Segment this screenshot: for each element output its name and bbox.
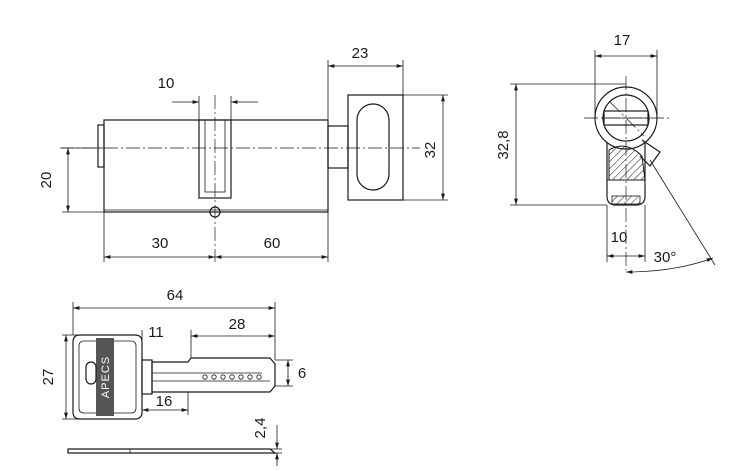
profile-dimensions: 17 32,8 10 30° — [495, 32, 716, 274]
knob-neck — [327, 125, 349, 169]
dim-cam-gap: 10 — [158, 75, 175, 92]
profile-lower-body — [606, 143, 646, 206]
key-bow-hole — [85, 361, 97, 385]
dim-blade-length: 28 — [229, 316, 246, 333]
dim-blade-height: 6 — [298, 365, 306, 382]
key-shoulder — [141, 359, 153, 395]
knob-grip — [356, 103, 390, 191]
key-blade — [151, 357, 276, 393]
dim-cam-length: 23 — [352, 45, 369, 62]
thumb-knob — [347, 94, 404, 201]
dim-key-height: 27 — [40, 369, 57, 386]
key-view: APECS — [67, 334, 277, 454]
dim-top-width: 17 — [614, 32, 631, 49]
dim-height-20: 20 — [38, 172, 55, 189]
key-brand-text: APECS — [100, 356, 112, 398]
key-brand-band — [96, 338, 114, 416]
dim-knob-height: 32 — [422, 142, 439, 159]
dim-key-length: 64 — [167, 287, 184, 304]
left-end-cap — [97, 124, 105, 168]
cylinder-front-view — [60, 94, 420, 262]
dim-bow-length: 11 — [148, 324, 164, 341]
dim-left-length: 30 — [152, 235, 169, 252]
cylinder-profile-view — [584, 76, 672, 270]
cam-tip — [639, 139, 661, 167]
key-dimples — [202, 374, 262, 380]
key-bow — [72, 334, 143, 420]
dim-thickness: 2,4 — [252, 418, 269, 439]
cam-section-hatch — [608, 145, 646, 181]
dim-angle: 30° — [654, 249, 677, 266]
dim-shoulder: 16 — [156, 393, 173, 410]
key-dimensions: 64 27 11 28 6 16 2,4 — [40, 287, 306, 466]
dim-bottom-width: 10 — [611, 229, 628, 246]
dim-profile-height: 32,8 — [495, 130, 512, 159]
front-dimensions: 23 10 20 32 30 60 — [38, 45, 448, 262]
dim-right-length: 60 — [264, 235, 281, 252]
key-side-view — [67, 448, 277, 454]
